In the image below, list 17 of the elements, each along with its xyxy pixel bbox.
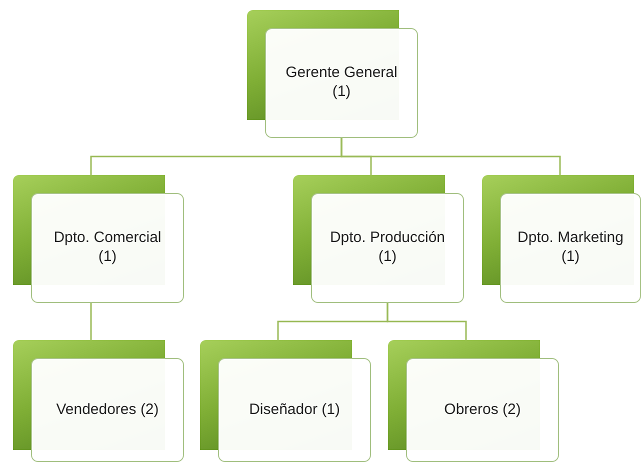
org-card-label: Obreros (2) — [406, 358, 559, 462]
org-chart-node — [293, 175, 464, 303]
connector-line — [90, 303, 92, 340]
org-chart-node — [13, 340, 184, 462]
org-card-label: Vendedores (2) — [31, 358, 184, 462]
org-card-label: Gerente General (1) — [265, 28, 418, 138]
connector-line — [386, 303, 467, 340]
org-chart-node — [482, 175, 641, 303]
connector-line — [340, 138, 561, 175]
org-chart-node — [247, 10, 418, 138]
org-card-label: Diseñador (1) — [218, 358, 371, 462]
org-chart-node — [13, 175, 184, 303]
org-card-label: Dpto. Marketing (1) — [500, 193, 641, 303]
org-card-label: Dpto. Comercial (1) — [31, 193, 184, 303]
org-chart-node — [388, 340, 559, 462]
org-card-label: Dpto. Producción (1) — [311, 193, 464, 303]
org-chart-node — [200, 340, 371, 462]
